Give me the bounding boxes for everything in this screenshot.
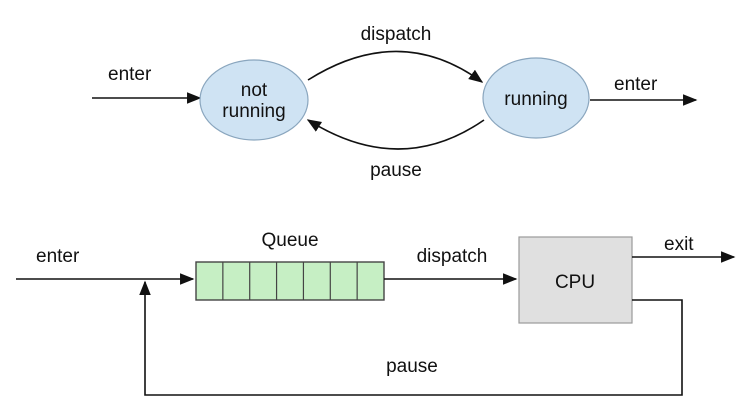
state-not-running-label-line1: not [241, 80, 268, 101]
pause-arrow [306, 119, 485, 150]
state-running: running [482, 57, 590, 139]
pause-loop-arrow [139, 280, 683, 396]
state-not-running-shape [199, 59, 309, 141]
state-running-shape [482, 57, 590, 139]
queue-enter-label: enter [36, 246, 80, 267]
enter-out-label: enter [614, 74, 658, 95]
state-not-running-label-line2: running [222, 101, 285, 122]
cpu-box [518, 236, 633, 324]
queue-model: enter Queue dispatch CPU exit pause [16, 230, 736, 396]
queue-dispatch-label: dispatch [417, 246, 488, 267]
queue-label: Queue [261, 230, 318, 251]
state-not-running: not running [199, 59, 309, 141]
queue-slots [222, 262, 358, 300]
dispatch-label: dispatch [361, 24, 432, 45]
queue: Queue [195, 230, 385, 301]
exit-label: exit [664, 234, 694, 255]
pause-label: pause [370, 160, 422, 181]
cpu: CPU [518, 236, 633, 324]
two-state-model: enter not running running dispatch pause… [92, 24, 698, 181]
cpu-label: CPU [555, 272, 595, 293]
queue-body [195, 261, 385, 301]
enter-in-label: enter [108, 64, 152, 85]
pause-loop-label: pause [386, 356, 438, 377]
state-running-label: running [504, 89, 567, 110]
dispatch-arrow [307, 50, 484, 83]
